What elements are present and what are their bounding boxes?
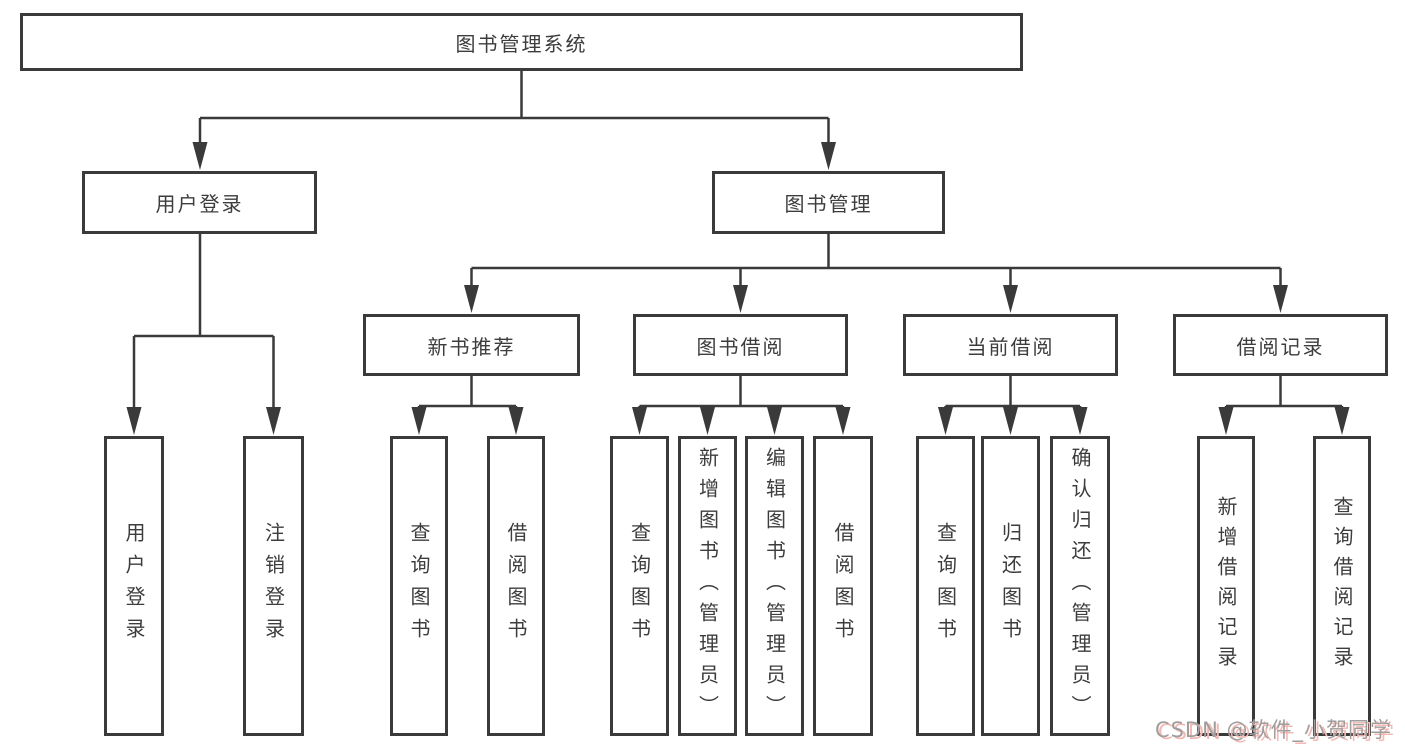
leaf-user-login: 用户登录 [104, 436, 164, 736]
node-label: 查询图书 [407, 522, 431, 650]
node-book-borrowing: 图书借阅 [633, 314, 848, 376]
node-user-login: 用户登录 [82, 171, 317, 234]
connector-user-login-children [126, 234, 281, 435]
arrow-down-icon [1334, 407, 1350, 435]
leaf-add-borrow-record: 新增借阅记录 [1197, 436, 1255, 736]
node-label: 归还图书 [998, 522, 1023, 650]
arrow-down-icon [632, 407, 647, 435]
arrow-down-icon [1218, 407, 1234, 435]
node-label: 新增图书（管理员） [695, 446, 720, 726]
node-borrowing-records: 借阅记录 [1173, 314, 1388, 376]
node-label: 新增借阅记录 [1214, 496, 1238, 676]
node-label: 确认归还（管理员） [1068, 446, 1092, 726]
connector-book-borrowing-children [632, 376, 851, 435]
connector-current-borrowing-children [938, 376, 1088, 435]
node-label: 借阅图书 [831, 522, 855, 650]
node-label: 图书管理 [784, 192, 873, 216]
node-book-management: 图书管理 [712, 171, 945, 234]
node-new-book-recommend: 新书推荐 [363, 314, 580, 376]
connector-root-to-level2 [192, 70, 836, 170]
connector-book-management-children [464, 234, 1288, 313]
node-label: 用户登录 [155, 192, 244, 216]
node-label: 新书推荐 [427, 334, 516, 359]
arrow-down-icon [733, 285, 748, 313]
node-label: 图书借阅 [696, 334, 785, 359]
connector-borrowing-records-children [1218, 376, 1350, 435]
node-label: 用户登录 [122, 522, 146, 650]
arrow-down-icon [192, 142, 208, 170]
leaf-query-books-3: 查询图书 [916, 436, 975, 736]
arrow-down-icon [464, 285, 479, 313]
node-label: 当前借阅 [966, 334, 1055, 359]
leaf-edit-books-admin: 编辑图书（管理员） [745, 436, 804, 736]
leaf-add-books-admin: 新增图书（管理员） [678, 436, 737, 736]
arrow-down-icon [1273, 285, 1288, 313]
arrow-down-icon [508, 407, 524, 435]
leaf-return-books: 归还图书 [981, 436, 1040, 736]
node-label: 查询图书 [933, 522, 958, 650]
arrow-down-icon [126, 407, 142, 435]
arrow-down-icon [266, 407, 281, 435]
leaf-query-books-1: 查询图书 [390, 436, 448, 736]
leaf-query-borrow-record: 查询借阅记录 [1313, 436, 1371, 736]
arrow-down-icon [1003, 285, 1018, 313]
node-current-borrowing: 当前借阅 [903, 314, 1118, 376]
node-root-library-system: 图书管理系统 [20, 13, 1023, 71]
arrow-down-icon [938, 407, 953, 435]
node-label: 注销登录 [261, 522, 286, 650]
arrow-down-icon [767, 407, 782, 435]
node-label: 编辑图书（管理员） [762, 446, 787, 726]
leaf-borrow-books-1: 借阅图书 [487, 436, 545, 736]
arrow-down-icon [835, 407, 851, 435]
node-label: 查询图书 [627, 522, 652, 650]
arrow-down-icon [411, 407, 427, 435]
connector-new-book-recommend-children [411, 376, 524, 435]
csdn-watermark: CSDN @软件_小贺同学 [1154, 718, 1392, 742]
node-label: 借阅记录 [1236, 334, 1325, 359]
leaf-query-books-2: 查询图书 [610, 436, 669, 736]
leaf-borrow-books-2: 借阅图书 [813, 436, 873, 736]
leaf-logout: 注销登录 [243, 436, 304, 736]
leaf-confirm-return-admin: 确认归还（管理员） [1050, 436, 1110, 736]
arrow-down-icon [1072, 407, 1088, 435]
arrow-down-icon [821, 142, 836, 170]
arrow-down-icon [1003, 407, 1018, 435]
node-label: 查询借阅记录 [1330, 496, 1354, 676]
node-label: 图书管理系统 [455, 31, 588, 56]
arrow-down-icon [700, 407, 715, 435]
node-label: 借阅图书 [504, 522, 528, 650]
